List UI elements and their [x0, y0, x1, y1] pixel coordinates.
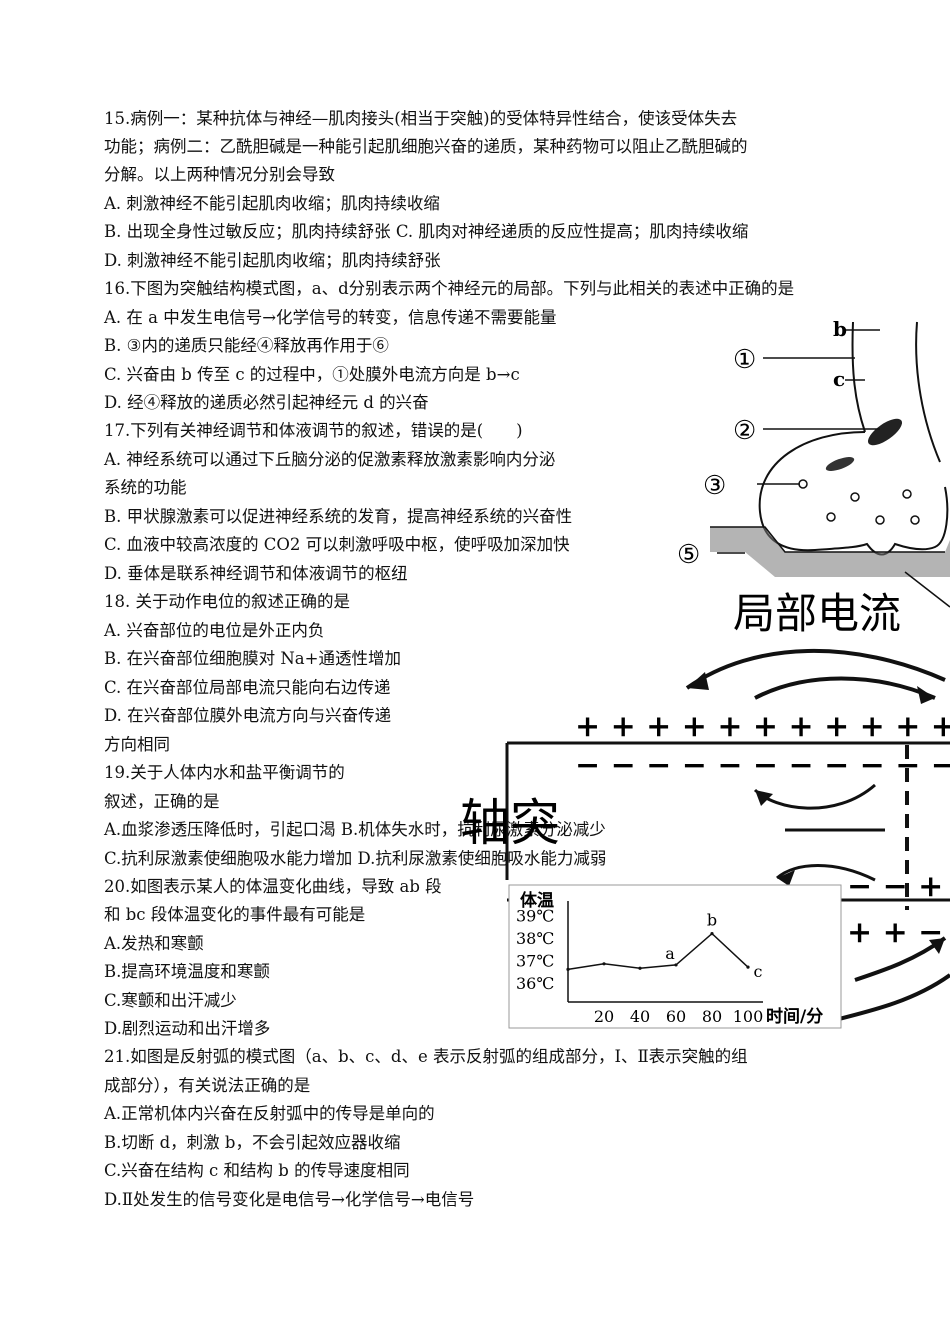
synapse-diagram: b c ① ② ③ ⑤ [677, 317, 950, 608]
x-tick-label: 40 [630, 1007, 650, 1026]
text-line: B. 出现全身性过敏反应；肌肉持续舒张 C. 肌肉对神经递质的反应性提高；肌肉持… [104, 222, 749, 241]
data-point [602, 962, 606, 966]
local-current-diagram: 局部电流 + + + + + + + + + + + + − − − − − −… [460, 589, 950, 1022]
text-line: B.提高环境温度和寒颤 [104, 962, 270, 981]
chart-frame [508, 884, 842, 1029]
text-line: C.寒颤和出汗减少 [104, 991, 237, 1010]
text-line: 成部分），有关说法正确的是 [104, 1076, 311, 1095]
text-line: C.抗利尿激素使细胞吸水能力增加 D.抗利尿激素使细胞吸水能力减弱 [104, 849, 607, 868]
x-tick-label: 80 [702, 1007, 722, 1026]
label-c: c [833, 367, 845, 391]
text-line: 方向相同 [104, 735, 170, 754]
x-tick-label: 100 [733, 1007, 764, 1026]
label-2: ② [733, 416, 756, 446]
text-line: C. 兴奋由 b 传至 c 的过程中，①处膜外电流方向是 b→c [104, 365, 520, 384]
text-line: D.剧烈运动和出汗增多 [104, 1019, 271, 1038]
text-line: C. 在兴奋部位局部电流只能向右边传递 [104, 678, 391, 697]
x-tick-label: 20 [594, 1007, 614, 1026]
point-label-a: a [665, 944, 675, 963]
data-point [674, 963, 678, 967]
data-point [638, 966, 642, 970]
text-line: 18. 关于动作电位的叙述正确的是 [104, 592, 350, 611]
text-line: 分解。以上两种情况分别会导致 [104, 165, 335, 184]
y-tick-label: 39℃ [516, 907, 554, 926]
label-1: ① [733, 345, 756, 375]
y-tick-label: 37℃ [516, 951, 554, 970]
axon-label: 轴突 [460, 794, 560, 852]
text-line: A. 神经系统可以通过下丘脑分泌的促激素释放激素影响内分泌 [104, 450, 556, 469]
text-line: C.兴奋在结构 c 和结构 b 的传导速度相同 [104, 1161, 410, 1180]
x-tick-label: 60 [666, 1007, 686, 1026]
text-line: B. ③内的递质只能经④释放再作用于⑥ [104, 336, 389, 355]
text-line: D. 在兴奋部位膜外电流方向与兴奋传递 [104, 706, 392, 725]
label-b: b [833, 317, 847, 341]
top-outer-charges: + + + + + + + + + + + + − − [575, 709, 950, 744]
data-point [566, 967, 570, 971]
chart-xlabel: 时间/分 [766, 1006, 823, 1027]
text-line: 16.下图为突触结构模式图，a、d分别表示两个神经元的局部。下列与此相关的表述中… [104, 279, 795, 298]
text-line: 21.如图是反射弧的模式图（a、b、c、d、e 表示反射弧的组成部分，Ⅰ、Ⅱ表示… [104, 1047, 748, 1066]
text-line: A.发热和寒颤 [104, 934, 204, 953]
text-line: A. 在 a 中发生电信号→化学信号的转变，信息传递不需要能量 [104, 308, 557, 327]
text-line: C. 血液中较高浓度的 CO2 可以刺激呼吸中枢，使呼吸加深加快 [104, 535, 570, 554]
text-line: 17.下列有关神经调节和体液调节的叙述，错误的是( ) [104, 421, 523, 440]
y-tick-label: 36℃ [516, 974, 554, 993]
text-line: A. 兴奋部位的电位是外正内负 [104, 621, 325, 640]
local-current-title: 局部电流 [733, 589, 901, 638]
text-line: B. 甲状腺激素可以促进神经系统的发育，提高神经系统的兴奋性 [104, 507, 573, 526]
top-inner-charges: − − − − − − − − − − − − + − [575, 748, 950, 783]
label-5: ⑤ [677, 540, 700, 570]
data-point [710, 932, 714, 936]
temperature-series-line [567, 932, 749, 971]
text-line: 15.病例一：某种抗体与神经—肌肉接头(相当于突触)的受体特异性结合，使该受体失… [104, 109, 738, 128]
text-line: A.血浆渗透压降低时，引起口渴 B.机体失水时，抗利尿激素分泌减少 [104, 820, 606, 839]
data-point [746, 965, 750, 969]
text-line: B.切断 d，刺激 b，不会引起效应器收缩 [104, 1133, 401, 1152]
text-line: D. 垂体是联系神经调节和体液调节的枢纽 [104, 564, 408, 583]
text-line: 20.如图表示某人的体温变化曲线，导致 ab 段 [104, 877, 442, 896]
text-line: 功能；病例二：乙酰胆碱是一种能引起肌细胞兴奋的递质，某种药物可以阻止乙酰胆碱的 [104, 137, 748, 156]
text-line: B. 在兴奋部位细胞膜对 Na+通透性增加 [104, 649, 401, 668]
text-line: D. 刺激神经不能引起肌肉收缩；肌肉持续舒张 [104, 251, 441, 270]
y-tick-label: 38℃ [516, 929, 554, 948]
text-line: A. 刺激神经不能引起肌肉收缩；肌肉持续收缩 [104, 194, 440, 213]
point-label-c: c [754, 962, 763, 981]
bottom-inner-charges: − − + − [847, 869, 950, 904]
label-3: ③ [703, 471, 726, 501]
text-line: 和 bc 段体温变化的事件最有可能是 [104, 905, 366, 924]
text-line: 叙述，正确的是 [104, 792, 220, 811]
text-line: D. 经④释放的递质必然引起神经元 d 的兴奋 [104, 393, 429, 412]
text-line: D.Ⅱ处发生的信号变化是电信号→化学信号→电信号 [104, 1190, 475, 1209]
text-line: 系统的功能 [104, 478, 187, 497]
body-temperature-chart: 体温 时间/分 39℃ 38℃ 37℃ 36℃ 20 40 60 80 100 a b c [508, 884, 842, 1029]
point-label-b: b [707, 911, 717, 930]
chart-ylabel: 体温 [520, 890, 554, 911]
text-line: 19.关于人体内水和盐平衡调节的 [104, 763, 345, 782]
text-line: A.正常机体内兴奋在反射弧中的传导是单向的 [104, 1104, 435, 1123]
